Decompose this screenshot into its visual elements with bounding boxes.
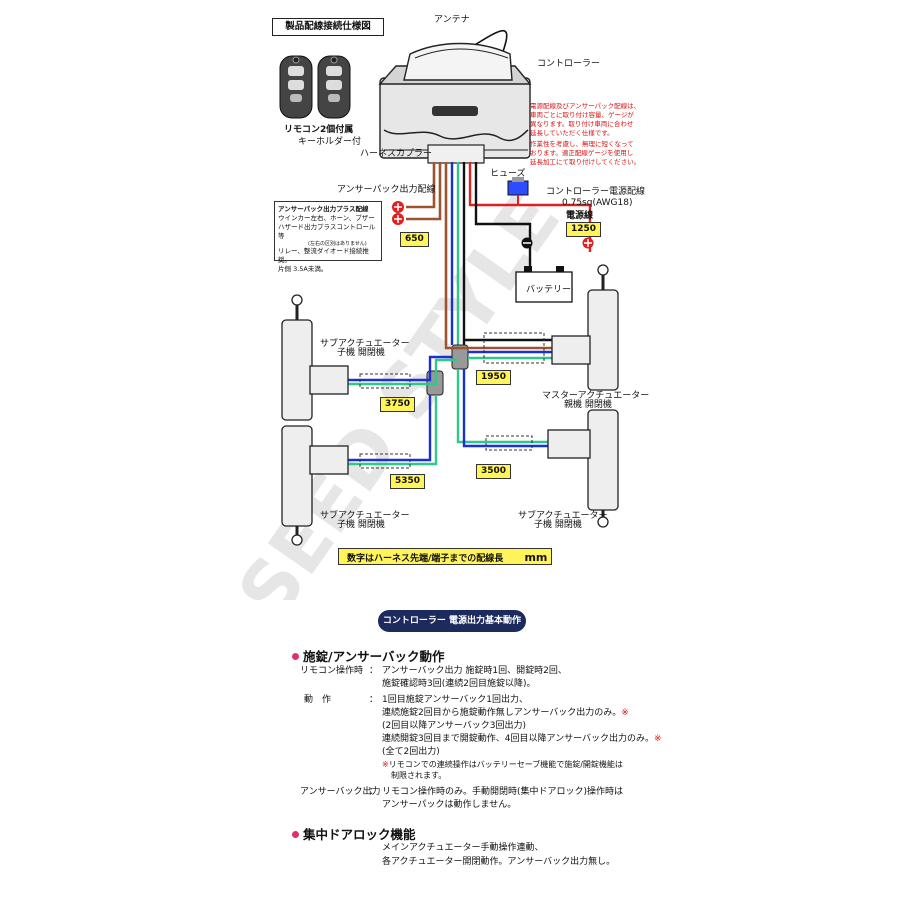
length-5350: 5350 — [390, 474, 426, 489]
bullet-icon — [292, 653, 299, 660]
fuse-label: ヒューズ — [490, 169, 526, 179]
wire-brown-answerback — [406, 162, 436, 209]
sub-actuator-bottom-left — [281, 425, 349, 546]
row2-note1: ※リモコンでの連続操作はバッテリーセーブ機能で施錠/開錠機能は — [382, 760, 623, 769]
length-1250: 1250 — [566, 222, 602, 237]
sub-actuator-bottom-right-label: サブアクチュエーター — [518, 511, 608, 521]
controller-power-gauge: 0.75sq(AWG18) — [562, 198, 633, 208]
sub-actuator-bottom-right — [547, 409, 619, 528]
heading-central-lock: 集中ドアロック機能 — [292, 824, 416, 843]
note-red-text: 電源配線及びアンサーパック配線は、 車両ごとに取り付け容量、ゲージが 異なります… — [530, 102, 641, 166]
row1-line2: 施錠確認時3回(連続2回目施錠以降)。 — [382, 679, 536, 689]
wiring-diagram: SEED STYLE — [222, 29, 619, 600]
row3-line1: リモコン操作時のみ。手動開閉時(集中ドアロック)操作時は — [382, 787, 624, 797]
row3-line2: アンサーパックは動作しません。 — [382, 800, 517, 810]
row3-label: アンサーバック出力 — [300, 787, 381, 797]
sub-actuator-bottom-left-sub: 子機 開閉機 — [337, 520, 385, 530]
remote-key-icon — [279, 55, 313, 119]
sub-actuator-bottom-right-sub: 子機 開閉機 — [534, 520, 582, 530]
controller-unit — [378, 42, 532, 159]
row2-line5: (全て2回出力) — [382, 747, 440, 757]
antenna-label: アンテナ — [434, 15, 470, 25]
section-pill: コントローラー 電源出力基本動作 — [378, 610, 526, 632]
length-3500: 3500 — [476, 464, 512, 479]
fuse-icon — [507, 177, 529, 205]
row1-colon: ： — [369, 666, 379, 676]
row2-label: 動 作 — [304, 695, 332, 705]
diagram-title: 製品配線接続仕様図 — [272, 18, 384, 36]
footer-length-note: 数字はハーネス先端/端子までの配線長 mm — [338, 548, 552, 565]
sub-actuator-bottom-left-label: サブアクチュエーター — [320, 511, 410, 521]
master-actuator — [551, 264, 619, 391]
battery-icon — [515, 266, 573, 303]
row2-line4: 連続開錠3回目まで開錠動作、4回目以降アンサーバック出力のみ。※ — [382, 734, 662, 744]
row2-colon: ： — [369, 695, 379, 705]
connector-pins — [483, 332, 545, 364]
power-line-label: 電源線 — [566, 211, 594, 221]
plus-output-box: アンサーパック出力プラス配線 ウインカー左右、ホーン、ブザー ハザード出力プラス… — [274, 201, 382, 273]
harness-coupler — [427, 144, 485, 164]
bullet-icon — [292, 831, 299, 838]
row1-label: リモコン操作時 — [300, 666, 364, 676]
wire-black-ground — [474, 162, 532, 272]
length-3750: 3750 — [380, 397, 416, 412]
row2-line2: 連続施錠2回目から施錠動作無しアンサーバック出力のみ。※ — [382, 708, 629, 718]
row4-line1: メインアクチュエーター手動操作連動、 — [382, 843, 544, 853]
row2-line1: 1回目施錠アンサーバック1回出力、 — [382, 695, 529, 705]
sub-actuator-top-left — [281, 294, 349, 421]
row2-line3: (2回目以降アンサーバック3回出力) — [382, 721, 527, 731]
master-actuator-sub: 親機 開閉機 — [564, 400, 612, 410]
sub-actuator-top-left-label: サブアクチュエーター — [320, 339, 410, 349]
antenna-wire — [469, 29, 508, 61]
sub-actuator-top-left-sub: 子機 開閉機 — [337, 348, 385, 358]
controller-label: コントローラー — [537, 59, 601, 69]
row1-line1: アンサーバック出力 施錠時1回、開錠時2回、 — [382, 666, 567, 676]
harness-coupler-label: ハーネスカプラー — [360, 149, 433, 159]
answerback-output-label: アンサーパック出力配線 — [337, 185, 436, 195]
row2-note2: 制限されます。 — [391, 771, 447, 780]
remote-subcaption: キーホルダー付 — [298, 137, 362, 147]
length-1950: 1950 — [476, 370, 512, 385]
battery-label: バッテリー — [526, 285, 572, 295]
heading-lock-answerback: 施錠/アンサーバック動作 — [292, 646, 444, 665]
row4-line2: 各アクチュエーター開閉動作。アンサーバック出力無し。 — [382, 857, 616, 867]
remote-caption: リモコン2個付属 — [284, 125, 354, 135]
master-actuator-label: マスターアクチュエーター — [542, 391, 650, 401]
controller-power-label: コントローラー電源配線 — [546, 187, 646, 197]
remote-key-icon — [317, 55, 351, 119]
row3-colon: ： — [369, 787, 379, 797]
length-650: 650 — [400, 232, 429, 247]
